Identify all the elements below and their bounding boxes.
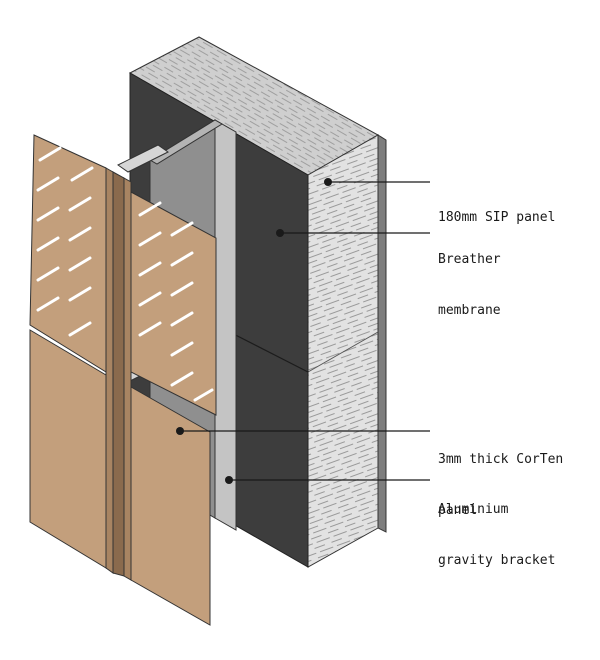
corten-woven-panels [29,134,217,416]
leader-dots [176,178,332,484]
label-breather-membrane: Breather membrane [438,217,501,336]
dot-breather [276,229,284,237]
label-corten-line2: panel [438,503,478,518]
gravity-bracket-face [214,119,237,531]
label-bracket-line1: Aluminium [438,502,509,517]
label-sip-panel: 180mm SIP panel [438,175,555,243]
sip-panel-side [307,134,379,568]
sip-panel-edge [377,134,387,533]
dot-bracket [225,476,233,484]
label-sip-line1: 180mm SIP panel [438,210,556,225]
sip-panel-joint [307,331,379,373]
dot-corten [176,427,184,435]
label-breather-line2: membrane [438,303,501,318]
woven-slits [36,146,214,402]
label-bracket-line2: gravity bracket [438,553,556,568]
corten-joint-right [123,177,132,581]
label-corten-line1: 3mm thick CorTen [438,452,564,467]
corten-joint-left [105,167,114,574]
corten-joint-back [112,171,125,577]
leader-lines [180,181,430,481]
label-breather-line1: Breather [438,252,501,267]
dot-sip [324,178,332,186]
corten-panel-left [29,329,107,569]
bracket-flange [149,119,223,165]
label-gravity-bracket: Aluminium gravity bracket [438,467,555,586]
label-corten-panel: 3mm thick CorTen panel [438,417,563,536]
bracket-clip-top [117,144,169,173]
